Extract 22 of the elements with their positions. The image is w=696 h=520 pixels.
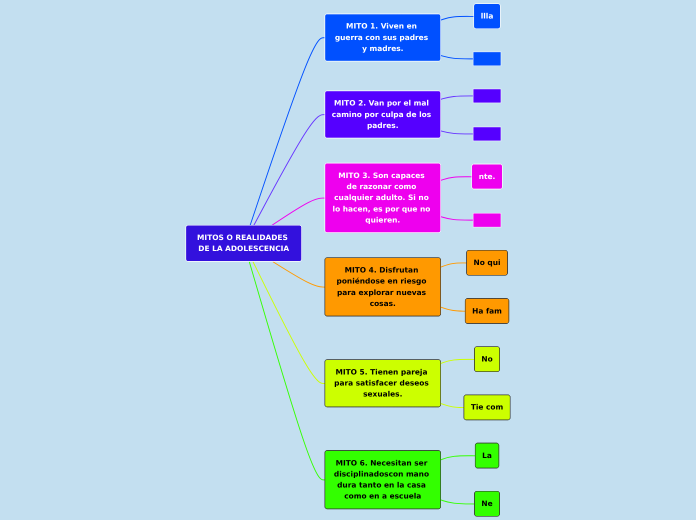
node-box (472, 52, 502, 66)
connector (252, 261, 326, 384)
connector (440, 455, 476, 460)
connector (440, 176, 472, 181)
connector (271, 198, 326, 226)
connector (272, 261, 326, 288)
connector (440, 55, 474, 60)
connector (440, 306, 466, 312)
connector (440, 16, 474, 20)
connector (440, 403, 465, 408)
node-box (472, 126, 502, 142)
node-box (472, 88, 502, 104)
connector (440, 95, 474, 100)
connector (253, 114, 326, 226)
connector (440, 262, 468, 268)
connector (250, 37, 326, 226)
connector (248, 261, 326, 480)
connector (440, 216, 474, 221)
connector (440, 500, 476, 504)
connector (440, 130, 474, 134)
connector (440, 358, 476, 364)
node-box (472, 212, 502, 228)
